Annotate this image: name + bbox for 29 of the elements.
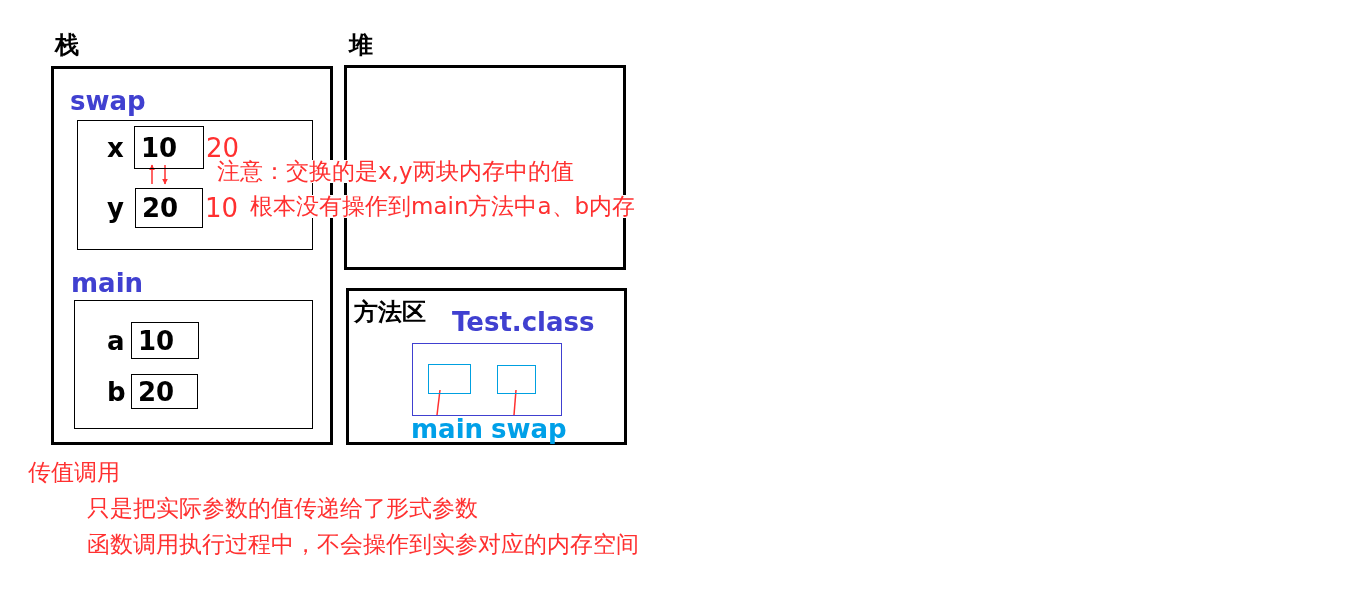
method-slot: [428, 364, 471, 394]
cell-value: 10: [138, 327, 175, 354]
method-label: swap: [491, 416, 567, 442]
arrow: [162, 164, 168, 185]
stack-heading: 栈: [55, 33, 79, 57]
method-label: main: [411, 416, 484, 442]
note-text: 根本没有操作到main方法中a、b内存: [250, 195, 636, 218]
variable-name: y: [107, 195, 124, 221]
heap-heading: 堆: [349, 33, 373, 57]
note-text: 函数调用执行过程中，不会操作到实参对应的内存空间: [87, 533, 639, 556]
note-text: 只是把实际参数的值传递给了形式参数: [87, 497, 478, 520]
frame-heading: swap: [70, 88, 146, 114]
arrow: [149, 164, 155, 185]
method-area-box: [346, 288, 627, 445]
cell-value: 20: [138, 378, 175, 405]
frame-heading: main: [71, 270, 144, 296]
note-heading: 传值调用: [28, 461, 120, 484]
method-area-heading: 方法区: [354, 300, 426, 324]
variable-name: x: [107, 134, 124, 161]
swapped-value: 10: [205, 195, 239, 221]
variable-name: b: [107, 378, 126, 405]
class-heading: Test.class: [452, 309, 595, 335]
variable-name: a: [107, 327, 125, 354]
leader-line: [436, 389, 441, 416]
note-text: 注意：交换的是x,y两块内存中的值: [217, 160, 574, 183]
leader-line: [513, 389, 517, 416]
method-slot: [497, 365, 536, 394]
cell-value: 10: [141, 134, 178, 161]
cell-value: 20: [142, 195, 179, 221]
